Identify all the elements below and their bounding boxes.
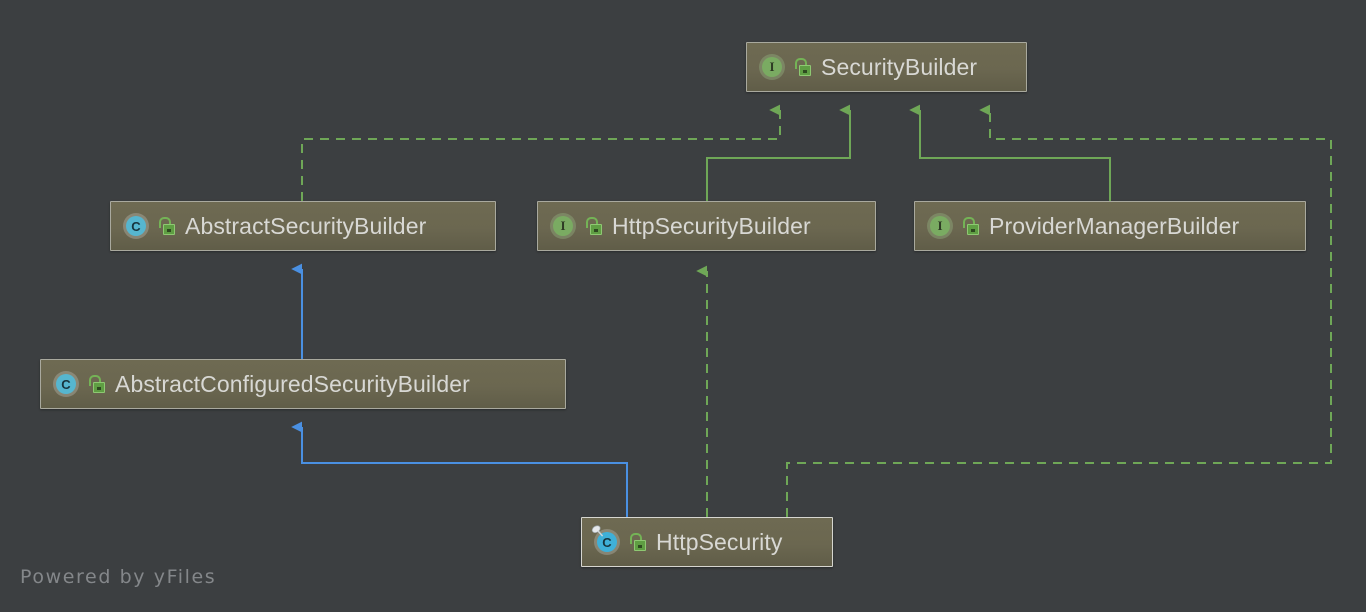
class-node-http-security-builder[interactable]: I HttpSecurityBuilder [537,201,876,251]
interface-icon: I [759,54,785,80]
public-lock-icon [962,216,979,236]
class-node-abstract-security-builder[interactable]: C AbstractSecurityBuilder [110,201,496,251]
public-lock-icon [88,374,105,394]
interface-icon: I [550,213,576,239]
edge-http-security-to-abstract-configured [291,421,628,517]
yfiles-watermark: Powered by yFiles [20,566,217,588]
edge-http-security-builder-to-security-builder [706,104,851,201]
class-node-http-security[interactable]: C HttpSecurity [581,517,833,567]
class-node-label: ProviderManagerBuilder [989,212,1240,239]
class-node-abstract-configured-security-builder[interactable]: C AbstractConfiguredSecurityBuilder [40,359,566,409]
interface-icon-letter: I [930,216,950,236]
edge-http-security-to-security-builder [786,104,1332,517]
class-icon-letter: C [597,532,617,552]
class-icon: C [53,371,79,397]
class-icon-letter: C [56,374,76,394]
class-node-label: AbstractConfiguredSecurityBuilder [115,370,470,397]
class-node-label: HttpSecurity [656,528,783,555]
class-icon-letter: C [126,216,146,236]
public-lock-icon [629,532,646,552]
interface-icon: I [927,213,953,239]
class-icon: C [123,213,149,239]
class-node-label: AbstractSecurityBuilder [185,212,427,239]
class-icon: C [591,525,620,555]
class-node-provider-manager-builder[interactable]: I ProviderManagerBuilder [914,201,1306,251]
edge-provider-manager-builder-to-security-builder [909,104,1111,201]
edge-abstract-security-builder-to-security-builder [301,104,781,201]
class-node-label: SecurityBuilder [821,53,978,80]
public-lock-icon [158,216,175,236]
current-class-marker-icon [591,525,603,537]
public-lock-icon [794,57,811,77]
interface-icon-letter: I [553,216,573,236]
class-node-security-builder[interactable]: I SecurityBuilder [746,42,1027,92]
interface-icon-letter: I [762,57,782,77]
public-lock-icon [585,216,602,236]
class-node-label: HttpSecurityBuilder [612,212,811,239]
